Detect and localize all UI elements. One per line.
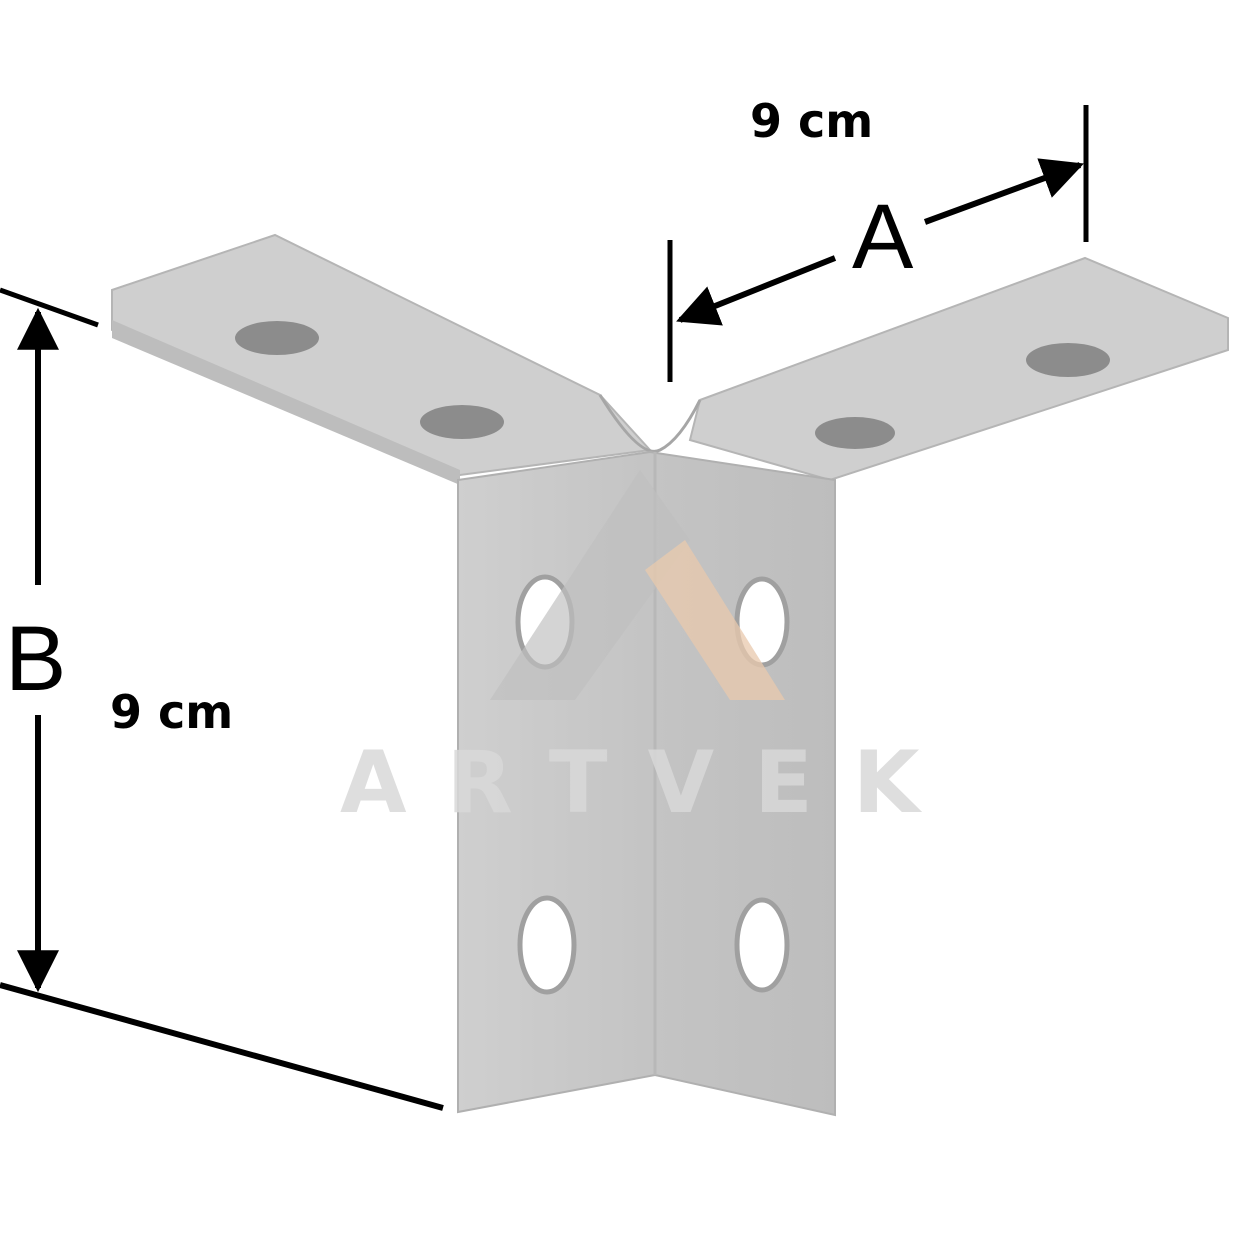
flange-hole-1 (235, 321, 319, 355)
right-flange (688, 256, 1229, 482)
dimension-a: A 9 cm (667, 94, 1089, 382)
dimension-a-arrow-left (676, 255, 837, 326)
dimension-b-letter: B (5, 608, 66, 710)
flange-hole-4 (1026, 343, 1110, 377)
web-hole-4 (734, 897, 790, 993)
dimension-b: B 9 cm (0, 287, 444, 1111)
watermark-text: ARTVEK (340, 733, 960, 833)
watermark: ARTVEK (340, 470, 960, 833)
dimension-b-value: 9 cm (110, 685, 233, 739)
flange-hole-2 (420, 405, 504, 439)
watermark-logo-mark (490, 470, 690, 700)
dimension-a-letter: A (852, 186, 914, 288)
flange-hole-3 (815, 417, 895, 449)
web-hole-3 (517, 895, 577, 995)
dimension-a-value: 9 cm (750, 94, 873, 148)
watermark-logo-accent (645, 540, 785, 700)
dimension-a-arrow-right (923, 158, 1084, 225)
